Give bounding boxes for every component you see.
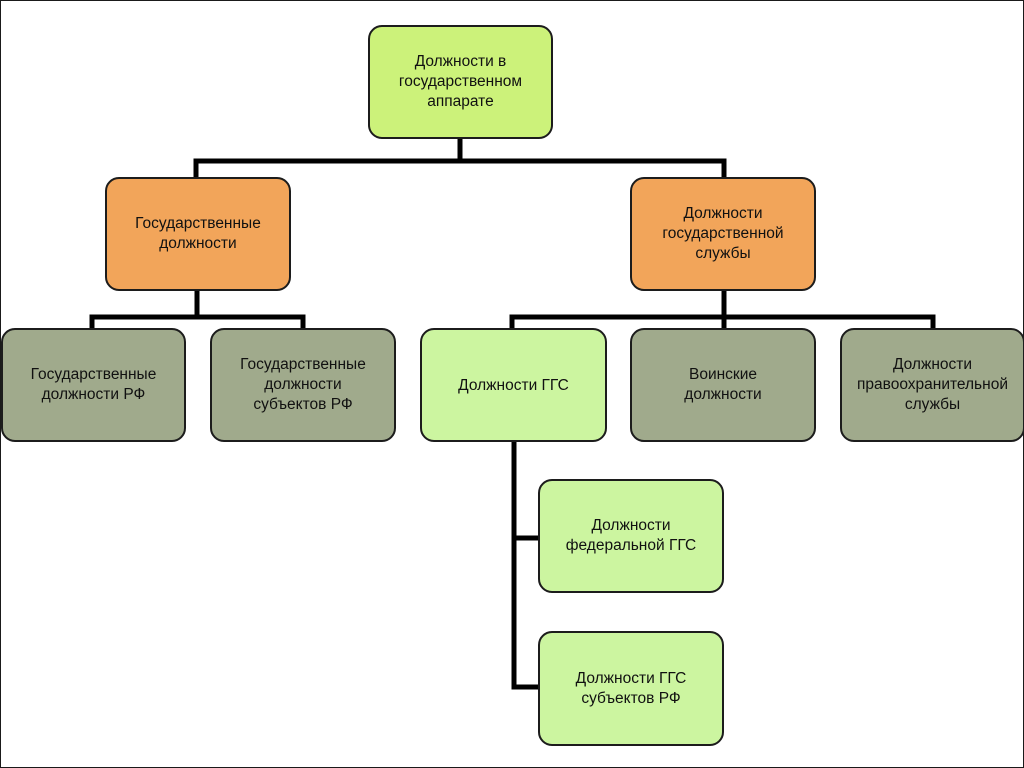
node-state-positions-rf: Государственные должности РФ xyxy=(1,328,186,442)
node-state-positions: Государственные должности xyxy=(105,177,291,291)
node-federal-ggs-positions: Должности федеральной ГГС xyxy=(538,479,724,593)
node-subjects-ggs-positions: Должности ГГС субъектов РФ xyxy=(538,631,724,746)
node-civil-service-positions: Должности государственной службы xyxy=(630,177,816,291)
node-law-enforcement-positions: Должности правоохранительной службы xyxy=(840,328,1024,442)
node-state-positions-subjects: Государственные должности субъектов РФ xyxy=(210,328,396,442)
node-military-positions: Воинские должности xyxy=(630,328,816,442)
node-root-positions-in-state-apparatus: Должности в государственном аппарате xyxy=(368,25,553,139)
node-ggs-positions: Должности ГГС xyxy=(420,328,607,442)
